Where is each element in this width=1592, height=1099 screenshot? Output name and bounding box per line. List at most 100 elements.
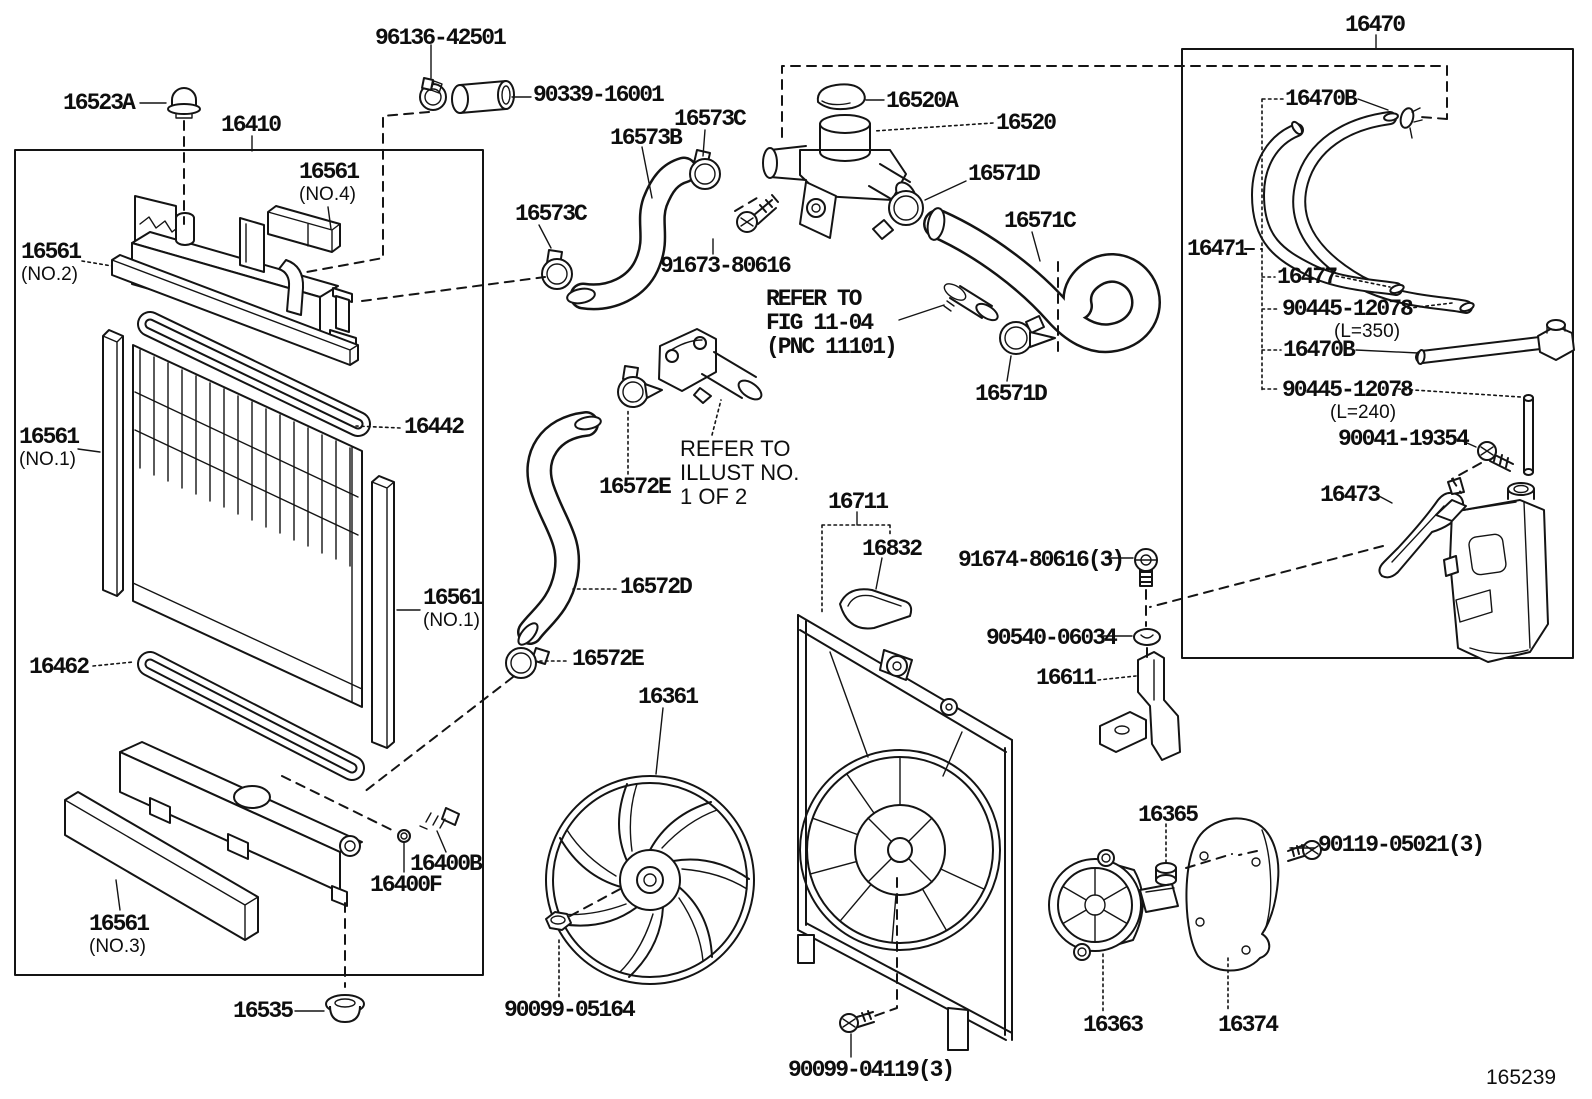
part-label-16520: 16520: [996, 110, 1057, 136]
part-label-16462: 16462: [29, 654, 90, 680]
part-label-16573C-top: 16573C: [674, 106, 747, 132]
air-guide-16832: [839, 588, 913, 630]
part-label-90540-06034: 90540-06034: [986, 625, 1118, 651]
clamp-16470B: [1399, 107, 1423, 139]
part-label-90119-05021: 90119-05021(3): [1318, 832, 1485, 858]
part-label-16365: 16365: [1138, 802, 1199, 828]
bolt-90119: [1287, 840, 1322, 862]
clamp-16572E-bottom: [505, 647, 550, 679]
part-label-16471: 16471: [1187, 236, 1248, 262]
part-label-16400B: 16400B: [410, 851, 483, 877]
part-label-90041-19354: 90041-19354: [1338, 426, 1470, 452]
bolt-91674: [1134, 548, 1158, 587]
clamp-16572E-top: [617, 365, 663, 408]
bolt-91673: [736, 194, 779, 233]
part-label-16832: 16832: [862, 536, 923, 562]
part-label-90445-12078-L240: 90445-12078(L=240): [1282, 377, 1414, 423]
pipe-stub-11101: [943, 283, 999, 322]
part-label-16473: 16473: [1320, 482, 1381, 508]
assembly-dashed-lines: [183, 65, 1482, 1019]
fan-shroud-16711: [797, 614, 1013, 1051]
hose-16572D: [517, 411, 602, 646]
bolt-90099-04119: [839, 1010, 875, 1033]
seal-no4: [267, 205, 341, 253]
clamp-16573C-left: [541, 249, 573, 290]
hose-16571C: [923, 207, 1161, 354]
part-label-91673-80616: 91673-80616: [660, 253, 792, 279]
plug-grommet-16535: [325, 994, 365, 1023]
leader-lines: [77, 34, 1522, 1058]
tube-90445-240: [1523, 394, 1534, 476]
part-label-90099-05164: 90099-05164: [504, 997, 636, 1023]
part-label-16561-no1-right: 16561(NO.1): [423, 585, 484, 631]
clamp-96136: [419, 77, 447, 111]
gasket-16462: [137, 651, 365, 781]
part-label-16520A: 16520A: [886, 88, 959, 114]
part-label-16470B-top: 16470B: [1285, 86, 1358, 112]
part-label-16361: 16361: [638, 684, 699, 710]
part-label-16561-no1-left: 16561(NO.1): [19, 424, 80, 470]
radiator-cap-16520A: [816, 83, 866, 111]
clamp-16573C-top: [689, 149, 721, 190]
part-label-16363: 16363: [1083, 1012, 1144, 1038]
part-label-16470B-lower: 16470B: [1283, 337, 1356, 363]
gasket-16442: [137, 311, 371, 437]
part-label-90339-16001: 90339-16001: [533, 82, 665, 108]
part-label-16711: 16711: [828, 489, 889, 515]
seal-no2: [111, 254, 359, 366]
part-label-16442: 16442: [404, 414, 465, 440]
part-label-16572E-bottom: 16572E: [572, 646, 645, 672]
part-label-16374: 16374: [1218, 1012, 1279, 1038]
hose-16470B-curved: [1292, 111, 1475, 314]
side-seal-no1-left: [102, 329, 124, 597]
part-label-16561-no3: 16561(NO.3): [89, 911, 150, 957]
part-label-16611: 16611: [1036, 665, 1097, 691]
part-label-16571D-bottom: 16571D: [975, 381, 1048, 407]
reservoir-tank: [1435, 482, 1549, 663]
fan-16361: [545, 775, 755, 985]
drain-cock-16400: [397, 807, 460, 843]
part-label-16571C: 16571C: [1004, 208, 1077, 234]
part-label-16535: 16535: [233, 998, 294, 1024]
part-label-16561-no4: 16561(NO.4): [299, 159, 360, 205]
part-label-90099-04119: 90099-04119(3): [788, 1057, 955, 1083]
hose-16477: [1250, 120, 1405, 296]
radiator-core: [132, 344, 363, 708]
part-label-16572E-top: 16572E: [599, 474, 672, 500]
part-label-96136-42501: 96136-42501: [375, 25, 507, 51]
hose-16470B-straight: [1415, 319, 1575, 365]
note-refer-illust: REFER TO ILLUST NO. 1 OF 2: [680, 436, 800, 509]
part-label-91674-80616: 91674-80616(3): [958, 547, 1125, 573]
radiator-assembly-box: [14, 149, 484, 976]
screw-90041: [1477, 441, 1514, 472]
clamp-16571D-top: [872, 190, 924, 240]
side-seal-no1-right: [371, 475, 395, 749]
part-label-16573C-left: 16573C: [515, 201, 588, 227]
bracket-16611: [1099, 651, 1181, 761]
part-label-16573B: 16573B: [610, 125, 683, 151]
nut-90099-05164: [545, 911, 572, 931]
collar-16365: [1155, 862, 1177, 886]
note-refer-fig-11-04: REFER TO FIG 11-04 (PNC 11101): [766, 286, 898, 360]
part-label-16571D-top: 16571D: [968, 161, 1041, 187]
part-label-16410: 16410: [221, 112, 282, 138]
hose-90339: [451, 80, 515, 114]
upper-tank: [131, 195, 357, 351]
reserve-tank-assembly-box: [1181, 48, 1574, 659]
part-label-16470: 16470: [1345, 12, 1406, 38]
thermostat-housing-16520: [762, 114, 917, 239]
hose-16573B: [566, 156, 698, 311]
part-label-16572D: 16572D: [620, 574, 693, 600]
part-label-16523A: 16523A: [63, 90, 136, 116]
drain-grommet-16523A: [167, 87, 201, 119]
washer-90540: [1133, 628, 1161, 646]
part-label-16561-no2: 16561(NO.2): [21, 239, 82, 285]
fan-motor-16363: [1048, 849, 1179, 961]
part-label-90445-12078-L350: 90445-12078(L=350): [1282, 296, 1414, 342]
figure-number: 165239: [1486, 1066, 1557, 1089]
motor-cover-16374: [1185, 817, 1280, 972]
water-inlet-illust-part: [658, 328, 763, 404]
part-label-16477: 16477: [1277, 264, 1338, 290]
